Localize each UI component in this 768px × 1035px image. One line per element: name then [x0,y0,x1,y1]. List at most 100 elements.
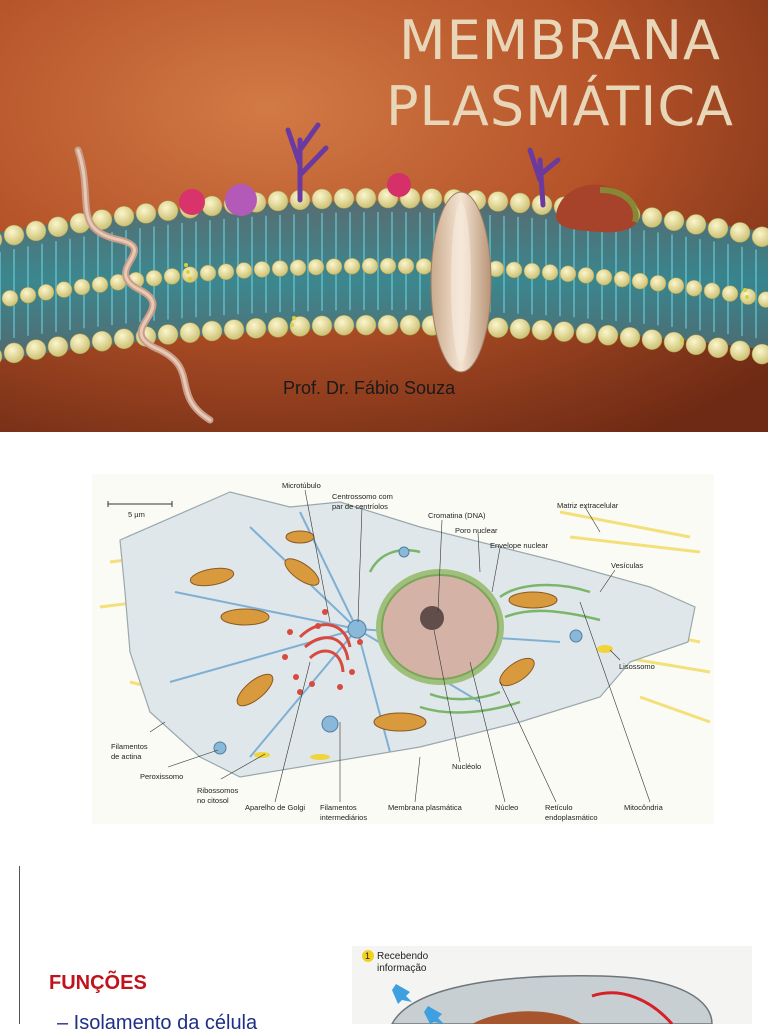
lipid-head [47,216,69,238]
label-vesiculas: Vesículas [611,561,643,570]
label-envelope: Envelope nuclear [490,541,548,550]
golgi-vesicle [337,684,343,690]
endoplasmic-reticulum [368,548,601,714]
golgi-vesicle [287,629,293,635]
lipid-head [69,333,91,355]
lipid-head [267,317,289,338]
lipid-head [757,291,768,308]
lipid-head [631,272,649,290]
peroxisome [213,741,227,755]
lipid-head [91,330,113,352]
lipid-head [311,188,333,210]
centrosome [347,619,367,639]
lipid-head [157,324,179,345]
label-centrossomo-2: par de centríolos [332,502,388,511]
label-peroxissomo: Peroxissomo [140,772,183,781]
lipid-head [487,317,509,338]
label-mitocondria: Mitocôndria [624,803,664,812]
lipid-head [179,322,201,343]
lipid-head [685,214,707,235]
nucleus [381,574,499,680]
label-golgi: Aparelho de Golgi [245,803,305,812]
mitochondria [189,530,558,732]
lipid-head [55,281,73,298]
lipid-head [619,327,641,348]
title-line-2: PLASMÁTICA [385,75,734,138]
label-ribossomos-2: no citosol [197,796,229,805]
lipid-head [223,319,245,340]
lipid-head [37,284,55,301]
lipid-head [685,334,707,356]
lipid-head [135,203,157,224]
lipid-head [145,269,163,287]
label-nucleolo: Nucléolo [452,762,481,771]
lipid-head [721,285,739,302]
lipid-head [157,200,179,221]
lipid-head [355,314,377,336]
lipid-head [663,331,685,353]
signal-arrows [392,984,444,1024]
golgi-vesicle [349,669,355,675]
lipid-head [415,258,433,275]
golgi-vesicle [309,681,315,687]
golgi-vesicle [357,639,363,645]
lipid-head [25,220,47,242]
lipid-head [253,261,271,278]
lipid-head [25,339,47,360]
golgi-vesicle [315,623,321,629]
lipid-head [553,321,575,342]
lipid-head [199,264,217,282]
lipid-head [751,343,768,365]
lipid-head [267,190,289,212]
lipid-head [667,277,685,294]
lipid-head [289,316,311,337]
lipid-head [355,187,377,209]
label-ribossomos-1: Ribossomos [197,786,239,795]
lipid-head [663,210,685,232]
golgi-vesicle [282,654,288,660]
label-filamentos-int-2: intermediários [320,813,367,822]
lipid-head [181,266,199,283]
lipid-head [509,318,531,340]
label-lisossomo: Lisossomo [619,662,655,671]
lipid-head [47,336,69,357]
lipid-head [729,340,751,362]
lipid-head [421,188,443,209]
lipid-head [113,328,135,350]
lipid-head [1,290,19,307]
lipid-head [307,258,325,276]
label-centrossomo-1: Centrossomo com [332,492,393,501]
scale-bar: 5 µm [107,501,173,519]
lipid-head [397,257,415,275]
label-membrana: Membrana plasmática [388,803,463,812]
lipid-head [577,267,595,284]
svg-text:5 µm: 5 µm [128,510,145,519]
lipid-head [361,257,379,275]
lipid-head [379,257,397,275]
functions-slide: FUNÇÕES – Isolamento da célula 1 Receben… [0,862,768,1034]
step-badge [362,950,374,962]
figure-label-1: Recebendo [377,951,429,962]
lipid-head [0,233,3,247]
lipid-head [311,315,333,337]
membrane-illustration [0,0,768,432]
lipid-head [19,286,37,304]
nucleolus [420,606,444,630]
signal-figure: 1 Recebendo informação [352,946,752,1024]
label-poro: Poro nuclear [455,526,498,535]
lipid-head [559,265,577,283]
leader-lines [149,489,651,803]
author-name: Prof. Dr. Fábio Souza [283,378,456,398]
svg-text:1: 1 [365,951,370,961]
cell-diagram-slide: 5 µm Microtúbulo Centrossomo com par de … [0,432,768,862]
lipid-head [399,314,421,336]
lipid-head [3,224,25,246]
label-nucleo: Núcleo [495,803,518,812]
golgi-vesicle [297,689,303,695]
lipid-head [235,262,253,279]
lipid-head [377,314,399,336]
section-heading: FUNÇÕES [49,972,147,994]
lipid-head [3,342,25,364]
title-slide: MEMBRANA PLASMÁTICA Prof. Dr. Fábio Souz… [0,0,768,432]
lipid-head [509,192,531,214]
